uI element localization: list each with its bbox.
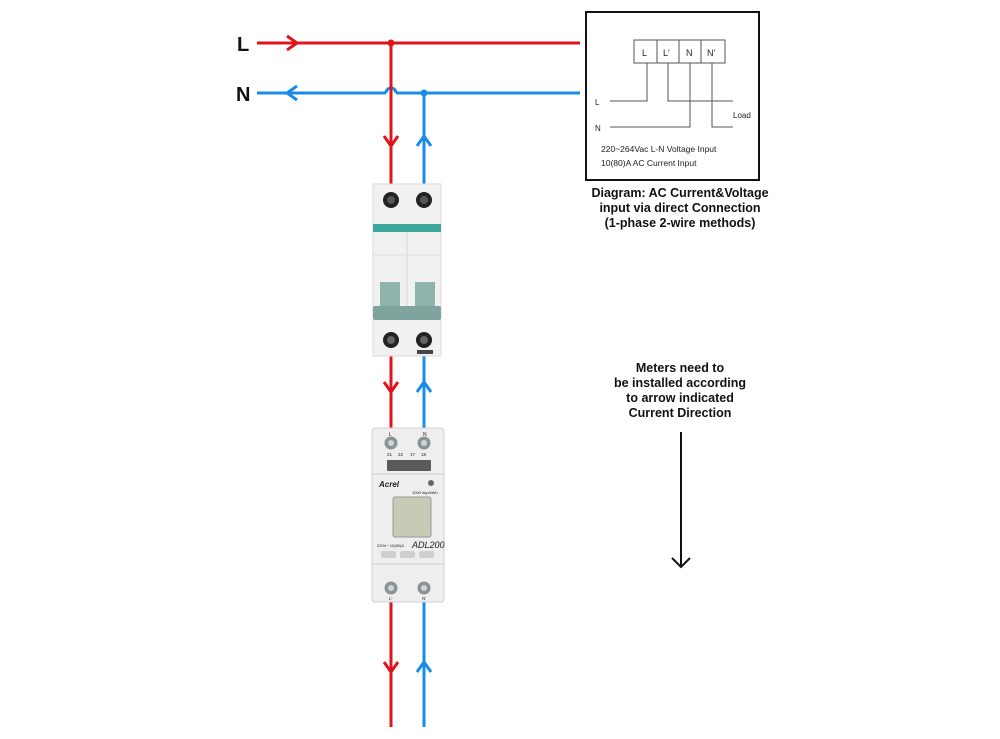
caption-line: input via direct Connection [599, 201, 761, 215]
terminal-number: 22 [398, 452, 404, 457]
note-line: to arrow indicated [626, 391, 734, 405]
inset-live-label: L [595, 98, 600, 107]
terminal-number: 21 [387, 452, 393, 457]
meter-button-2 [400, 551, 415, 558]
meter-terminal-label-l: L [389, 432, 392, 438]
neutral-up-arrow-3 [415, 659, 433, 673]
terminal-l: L [642, 48, 647, 58]
terminal-l-prime: L' [663, 48, 670, 58]
energy-meter: L N 21 22 17 18 Acrel 1000 imp/kWh 220V~… [371, 427, 445, 603]
breaker-handle-neutral [415, 282, 435, 312]
live-down-arrow-2 [382, 381, 400, 395]
current-direction-arrow-head [671, 557, 691, 569]
neutral-label: N [236, 84, 250, 106]
direction-note: Meters need to be installed according to… [590, 361, 770, 421]
meter-terminal-label-l-out: L' [389, 596, 393, 601]
breaker-handle-live [380, 282, 400, 312]
neutral-up-arrow-1 [415, 133, 433, 147]
caption-line: (1-phase 2-wire methods) [604, 216, 756, 230]
note-line: Current Direction [628, 406, 732, 420]
live-down-arrow-1 [382, 135, 400, 149]
inset-load-label: Load [733, 111, 751, 120]
meter-terminal-label-n-out: N' [422, 596, 426, 601]
meter-imp-rating: 1000 imp/kWh [412, 490, 438, 495]
neutral-up-arrow-2 [415, 379, 433, 393]
meter-lcd [392, 496, 432, 538]
breaker-accent-strip [373, 224, 441, 232]
spec-voltage: 220~264Vac L-N Voltage Input [601, 144, 717, 154]
live-down-arrow-3 [382, 661, 400, 675]
meter-button-3 [419, 551, 434, 558]
meter-button-1 [381, 551, 396, 558]
live-label: L [237, 34, 249, 56]
terminal-number: 17 [410, 452, 416, 457]
meter-rating: 220V~ 10(80)A [377, 543, 404, 548]
terminal-number: 18 [421, 452, 427, 457]
note-line: Meters need to [635, 361, 725, 375]
terminal-n: N [686, 48, 693, 58]
neutral-direction-arrow [284, 84, 298, 102]
live-direction-arrow [286, 34, 300, 52]
note-line: be installed according [614, 376, 746, 390]
pulse-led [428, 480, 434, 486]
caption-line: Diagram: AC Current&Voltage [591, 186, 769, 200]
inset-caption: Diagram: AC Current&Voltage input via di… [570, 186, 790, 231]
inset-wiring-diagram: L L' N N' L N Load 220~264Vac L-N Voltag… [585, 11, 760, 181]
circuit-breaker [372, 183, 442, 357]
meter-terminal-label-n: N [423, 432, 427, 438]
inset-neutral-label: N [595, 124, 601, 133]
meter-model: ADL200 [411, 540, 445, 550]
spec-current: 10(80)A AC Current Input [601, 158, 697, 168]
meter-brand: Acrel [378, 480, 400, 489]
terminal-n-prime: N' [707, 48, 715, 58]
